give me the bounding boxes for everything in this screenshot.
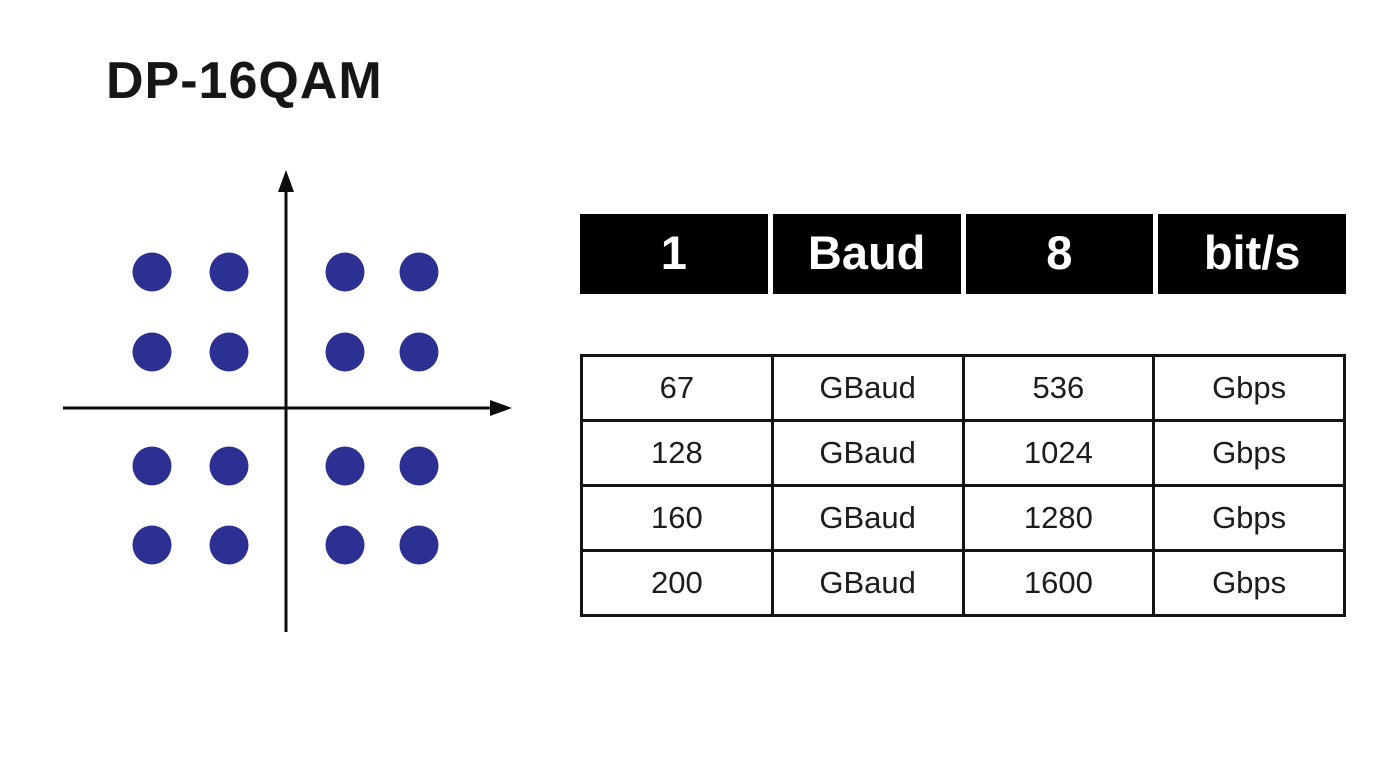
x-axis-arrow-icon xyxy=(490,400,512,416)
table-row: 67 GBaud 536 Gbps xyxy=(580,354,1346,422)
cell-bitrate-unit: Gbps xyxy=(1152,549,1346,617)
cell-baud-value: 200 xyxy=(580,549,774,617)
constellation-point xyxy=(399,446,439,486)
cell-baud-value: 160 xyxy=(580,484,774,552)
rate-table: 67 GBaud 536 Gbps 128 GBaud 1024 Gbps 16… xyxy=(580,354,1346,617)
constellation-point xyxy=(399,332,439,372)
cell-baud-unit: GBaud xyxy=(770,549,965,617)
constellation-point xyxy=(399,252,439,292)
constellation-point xyxy=(209,332,249,372)
cell-baud-value: 128 xyxy=(580,419,774,487)
cell-baud-value: 67 xyxy=(580,354,774,422)
header-cell-bit-factor: 8 xyxy=(965,214,1154,294)
table-row: 128 GBaud 1024 Gbps xyxy=(580,419,1346,487)
table-row: 160 GBaud 1280 Gbps xyxy=(580,484,1346,552)
constellation-point xyxy=(209,525,249,565)
header-cell-symbol-factor: 1 xyxy=(580,214,768,294)
cell-bitrate-unit: Gbps xyxy=(1152,354,1346,422)
constellation-point xyxy=(325,446,365,486)
cell-baud-unit: GBaud xyxy=(770,354,965,422)
constellation-point xyxy=(209,446,249,486)
constellation-diagram xyxy=(63,170,512,632)
constellation-point xyxy=(132,446,172,486)
constellation-points xyxy=(132,252,439,565)
header-cell-baud-unit: Baud xyxy=(772,214,961,294)
constellation-point xyxy=(132,252,172,292)
table-row: 200 GBaud 1600 Gbps xyxy=(580,549,1346,617)
cell-bitrate-value: 536 xyxy=(961,354,1156,422)
header-cell-bit-unit: bit/s xyxy=(1158,214,1346,294)
cell-bitrate-value: 1024 xyxy=(961,419,1156,487)
y-axis-arrow-icon xyxy=(278,170,294,192)
constellation-point xyxy=(325,525,365,565)
constellation-point xyxy=(132,525,172,565)
cell-baud-unit: GBaud xyxy=(770,419,965,487)
rate-table-header: 1 Baud 8 bit/s xyxy=(580,214,1346,294)
page-title: DP-16QAM xyxy=(106,52,383,110)
constellation-point xyxy=(325,252,365,292)
constellation-point xyxy=(399,525,439,565)
cell-bitrate-unit: Gbps xyxy=(1152,484,1346,552)
cell-bitrate-unit: Gbps xyxy=(1152,419,1346,487)
constellation-point xyxy=(209,252,249,292)
axes xyxy=(63,170,512,632)
constellation-point xyxy=(132,332,172,372)
cell-baud-unit: GBaud xyxy=(770,484,965,552)
cell-bitrate-value: 1600 xyxy=(961,549,1156,617)
cell-bitrate-value: 1280 xyxy=(961,484,1156,552)
constellation-point xyxy=(325,332,365,372)
